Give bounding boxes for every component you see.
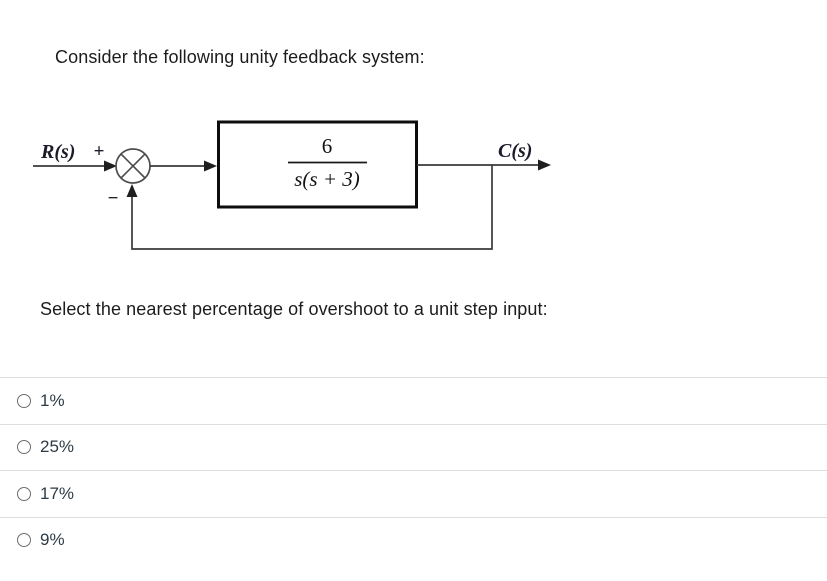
output-arrowhead-icon bbox=[538, 159, 551, 171]
option-row-3[interactable]: 17% bbox=[0, 470, 827, 517]
radio-button[interactable] bbox=[17, 486, 31, 501]
question-prompt-text: Select the nearest percentage of oversho… bbox=[40, 299, 548, 319]
option-row-4[interactable]: 9% bbox=[0, 516, 827, 563]
transfer-function-denominator: s(s + 3) bbox=[294, 167, 360, 191]
transfer-function-block bbox=[217, 120, 418, 209]
input-signal-label: R(s) bbox=[40, 141, 75, 163]
block-input-arrowhead-icon bbox=[204, 160, 217, 172]
option-row-2[interactable]: 25% bbox=[0, 423, 827, 470]
input-arrowhead-icon bbox=[104, 160, 117, 172]
option-row-1[interactable]: 1% bbox=[0, 377, 827, 424]
radio-button[interactable] bbox=[17, 533, 31, 548]
answer-options-list: 1% 25% 17% 9% bbox=[0, 377, 827, 563]
summing-junction bbox=[115, 148, 151, 184]
feedback-arrowhead-icon bbox=[126, 184, 138, 197]
question-intro-text: Consider the following unity feedback sy… bbox=[55, 47, 425, 67]
minus-sign-label: − bbox=[108, 188, 119, 209]
radio-button[interactable] bbox=[17, 440, 31, 455]
output-signal-label: C(s) bbox=[498, 140, 532, 162]
option-label: 25% bbox=[40, 437, 75, 457]
option-label: 17% bbox=[40, 483, 75, 503]
option-label: 9% bbox=[40, 530, 65, 550]
transfer-function-numerator: 6 bbox=[322, 134, 333, 158]
option-label: 1% bbox=[40, 390, 65, 410]
radio-button[interactable] bbox=[17, 393, 31, 408]
block-diagram: R(s) + 6 s(s + 3) C(s) − bbox=[33, 120, 551, 250]
plus-sign-label: + bbox=[94, 141, 105, 162]
feedback-path-wire bbox=[131, 165, 493, 250]
